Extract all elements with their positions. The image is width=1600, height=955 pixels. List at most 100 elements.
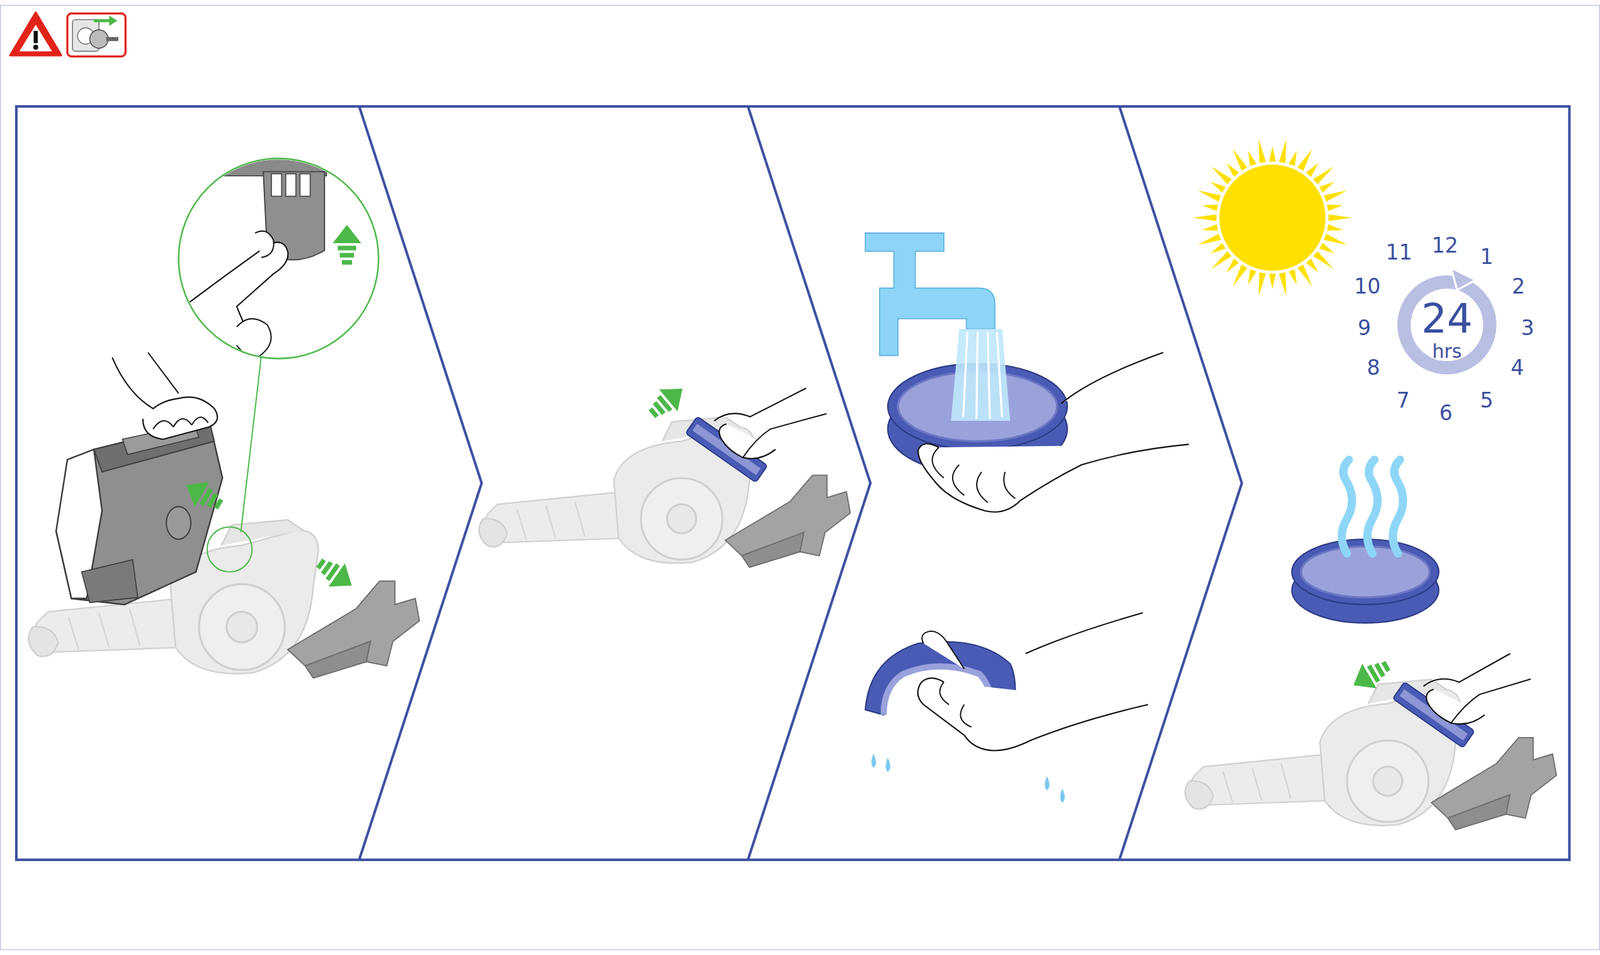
clock-number: 11: [1385, 241, 1413, 263]
sun: [1232, 148, 1248, 171]
water-drops: [1060, 787, 1065, 803]
duration-unit: hrs: [1431, 341, 1462, 361]
steam: [1392, 459, 1403, 554]
sun: [1232, 264, 1248, 287]
drying-filter: [1292, 539, 1439, 623]
water-drops: [1044, 775, 1050, 791]
sun: [1192, 139, 1352, 296]
hand: [921, 630, 972, 727]
clock-number: 8: [1367, 357, 1381, 378]
vacuum-cleaner: [479, 416, 851, 568]
hand: [153, 416, 209, 429]
water-drops: [871, 753, 876, 768]
green-arrow: [178, 472, 228, 518]
green-arrow: [1346, 652, 1395, 698]
sun: [1219, 164, 1327, 271]
sun: [1226, 258, 1240, 273]
sun: [1197, 190, 1221, 202]
vacuum-cleaner: [1185, 678, 1557, 830]
drying-filter: [1292, 539, 1439, 605]
steam: [1341, 459, 1352, 554]
hand: [743, 413, 827, 458]
sun: [1278, 272, 1287, 296]
zoom-callout: [183, 242, 289, 368]
sun: [1202, 224, 1218, 232]
clock-number: 10: [1354, 275, 1381, 296]
green-arrow: [1346, 652, 1395, 698]
clock-number: 2: [1511, 275, 1526, 296]
unplug-icon: [108, 15, 118, 26]
water-stream: [950, 328, 1010, 421]
water-drops: [885, 757, 891, 772]
sun: [1258, 139, 1267, 164]
page-border: [0, 5, 1600, 950]
sun: [1312, 166, 1334, 184]
drying-filter: [1300, 545, 1430, 597]
warning-icon: [10, 12, 62, 56]
clock-ring: [1450, 267, 1476, 291]
sun: [1305, 163, 1319, 177]
cyclone-bin: [56, 420, 223, 605]
zoom-callout: [173, 153, 327, 368]
steam: [1341, 459, 1403, 554]
sun: [1211, 251, 1232, 269]
clock-number: 3: [1520, 317, 1534, 339]
clock-number: 5: [1480, 389, 1494, 411]
sun: [1192, 139, 1352, 296]
sun: [1210, 242, 1226, 254]
clock-number: 7: [1396, 389, 1410, 411]
warning-icon: [10, 12, 62, 56]
sun: [1327, 204, 1344, 212]
vacuum-cleaner: [1185, 678, 1557, 830]
step-frame: [16, 106, 1570, 860]
clock-ring: [1404, 282, 1490, 368]
sun: [1192, 214, 1216, 222]
hand: [112, 357, 218, 440]
hand: [918, 351, 1189, 512]
green-arrow: [178, 224, 361, 597]
unplug-icon: [67, 13, 126, 57]
water-drops: [871, 753, 1065, 803]
hand: [918, 612, 1149, 751]
zoom-callout: [271, 173, 282, 197]
clock-number: 9: [1357, 317, 1371, 339]
clock-ring: [1404, 267, 1490, 368]
cyclone-bin: [81, 559, 138, 602]
sun: [1197, 233, 1221, 245]
clock-number: 12: [1431, 234, 1459, 256]
warning-icon: [33, 30, 38, 43]
zoom-callout: [236, 318, 272, 356]
sun: [1327, 224, 1344, 232]
steam: [1367, 459, 1378, 554]
sun: [1248, 268, 1257, 285]
sun: [1324, 190, 1348, 202]
hand: [112, 351, 218, 439]
sun: [1226, 163, 1240, 177]
warning-icon: [33, 44, 39, 50]
sun: [1297, 264, 1313, 287]
sun: [1202, 204, 1218, 212]
zoom-callout: [285, 173, 296, 197]
hand: [147, 351, 179, 393]
zoom-callout: [255, 231, 274, 258]
duration-number: 24: [1421, 298, 1473, 339]
sun: [1211, 166, 1232, 184]
warning-icon: [19, 24, 53, 52]
sun: [1297, 148, 1313, 171]
water-stream: [950, 328, 1010, 421]
clock-number: 6: [1439, 401, 1453, 423]
sun: [1319, 242, 1335, 254]
sun: [1278, 139, 1287, 164]
zoom-callout: [173, 153, 379, 572]
hand: [918, 612, 1149, 751]
sun: [1312, 251, 1334, 269]
unplug-icon: [90, 29, 109, 48]
sun: [1258, 272, 1267, 296]
sun: [1305, 258, 1319, 273]
cyclone-bin: [56, 420, 223, 605]
hand: [714, 387, 827, 459]
vacuum-cleaner: [479, 416, 851, 568]
unplug-icon: [93, 18, 111, 23]
